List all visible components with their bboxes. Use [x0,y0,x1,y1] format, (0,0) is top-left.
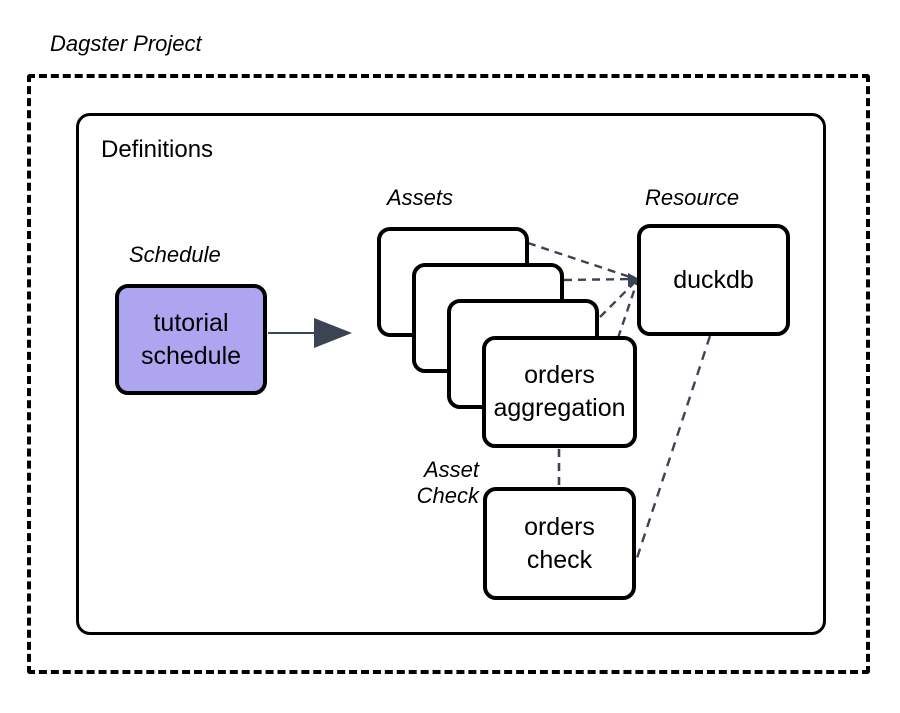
asset-node-orders-aggregation[interactable]: orders aggregation [482,336,637,448]
assets-group-label: Assets [387,185,454,210]
dagster-project-frame [27,74,870,674]
definitions-label: Definitions [101,136,214,163]
resource-group-label: Resource [645,185,740,210]
resource-node-duckdb[interactable]: duckdb [637,224,790,336]
asset-check-node-orders-check[interactable]: orders check [483,487,636,600]
project-title: Dagster Project [50,31,202,56]
schedule-node-tutorial-schedule[interactable]: tutorial schedule [115,284,267,395]
schedule-group-label: Schedule [129,242,221,267]
asset-check-group-label: Asset Check [416,457,479,508]
